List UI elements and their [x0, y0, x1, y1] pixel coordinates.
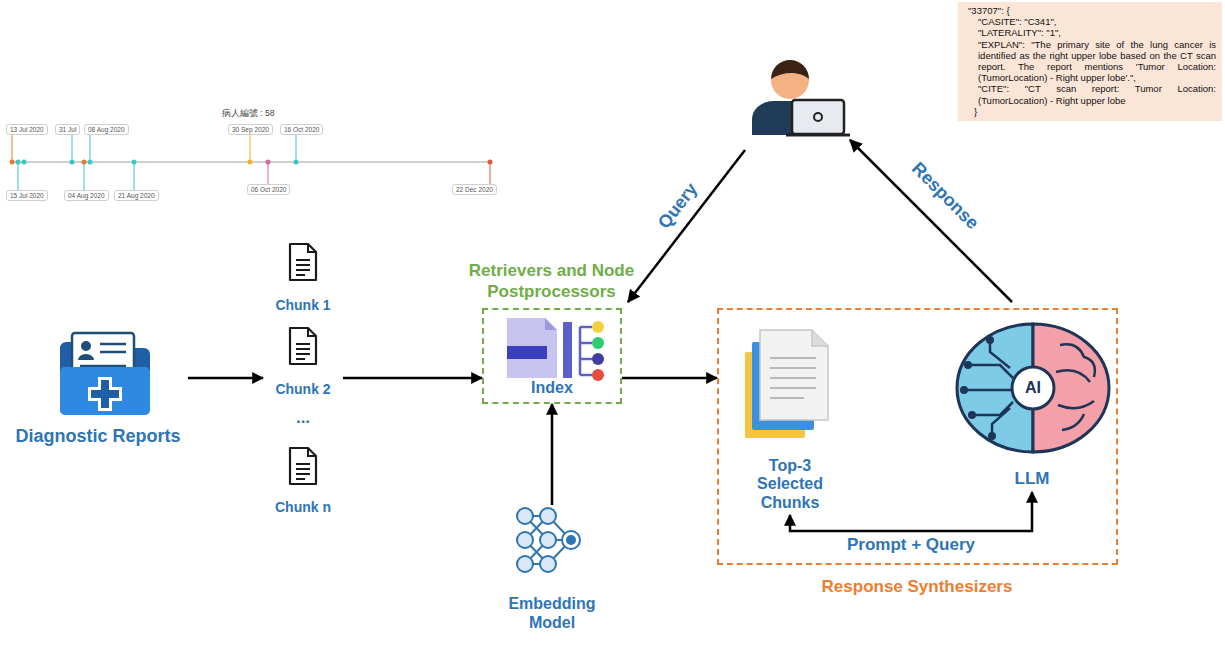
synthesizer-group: Response SynthesizersTop-3 Selected Chun…: [717, 308, 1118, 565]
date-tag: 13 Jul 2020: [6, 124, 48, 135]
arrow-label: Response: [907, 158, 983, 234]
date-tag: 16 Oct 2020: [280, 124, 323, 135]
date-tag: 04 Aug 2020: [64, 190, 109, 201]
json-line: "LATERALITY": "1",: [964, 27, 1216, 38]
date-tag: 21 Aug 2020: [114, 190, 159, 201]
connector-arrow: [551, 404, 554, 505]
json-callout: "33707": {"CASITE": "C341","LATERALITY":…: [958, 2, 1222, 121]
connector-arrow: [188, 377, 263, 380]
date-tag: 22 Dec 2020: [452, 184, 497, 195]
date-tag: 08 Aug 2020: [84, 124, 129, 135]
patient-id: 病人編號 : 58: [222, 108, 275, 120]
json-line: "EXPLAN": "The primary site of the lung …: [964, 39, 1216, 84]
edge-label: Prompt + Query: [847, 535, 975, 555]
node-label: Chunk n: [275, 499, 331, 515]
group-heading: Retrievers and Node Postprocessors: [442, 261, 662, 302]
node-label: Chunk 1: [275, 297, 330, 313]
user-icon: [752, 60, 850, 135]
icon-text: AI: [1025, 379, 1041, 397]
date-tag: 31 Jul: [55, 124, 80, 135]
json-line: "33707": {: [964, 5, 1216, 16]
report-source: Diagnostic Reports: [8, 328, 188, 450]
chunk-doc: Chunk n: [263, 442, 343, 518]
chunk-doc: Chunk 2: [263, 320, 343, 400]
group-heading: Response Synthesizers: [807, 577, 1027, 597]
llm-node: LLM: [952, 316, 1112, 492]
node-label: LLM: [1015, 469, 1050, 489]
chunk-doc: Chunk 1: [263, 238, 343, 316]
node-label: Embedding Model: [502, 595, 602, 632]
llm-brain-icon: [957, 324, 1109, 452]
connector-arrow: [343, 377, 482, 380]
date-tag: 30 Sep 2020: [228, 124, 273, 135]
index-icon: [507, 318, 604, 381]
json-line: }: [964, 106, 1216, 117]
json-line: "CASITE": "C341",: [964, 16, 1216, 27]
node-label: Index: [531, 379, 573, 397]
selected-chunks: Top-3 Selected Chunks: [731, 325, 849, 515]
timeline: [10, 134, 493, 190]
retriever-group: Retrievers and Node PostprocessorsIndex: [482, 308, 622, 404]
report-folder-icon: [60, 333, 150, 415]
embedding-model: Embedding Model: [487, 505, 617, 635]
node-label: Top-3 Selected Chunks: [734, 457, 846, 512]
connector-arrow: [790, 492, 1032, 531]
ellipsis: ...: [296, 408, 310, 428]
arrow-label: Query: [654, 179, 702, 233]
connector-arrow: [622, 377, 717, 380]
index-node: Index: [492, 314, 612, 400]
query-response-arrows: [628, 140, 1012, 302]
date-tag: 15 Jul 2020: [6, 190, 48, 201]
json-line: "CITE": "CT scan report: Tumor Location:…: [964, 83, 1216, 105]
node-label: Chunk 2: [275, 381, 330, 397]
selected-chunks-icon: [745, 330, 828, 438]
embedding-network-icon: [517, 508, 580, 572]
node-label: Diagnostic Reports: [15, 426, 180, 447]
date-tag: 06 Oct 2020: [247, 184, 290, 195]
document-icons: [290, 244, 316, 484]
